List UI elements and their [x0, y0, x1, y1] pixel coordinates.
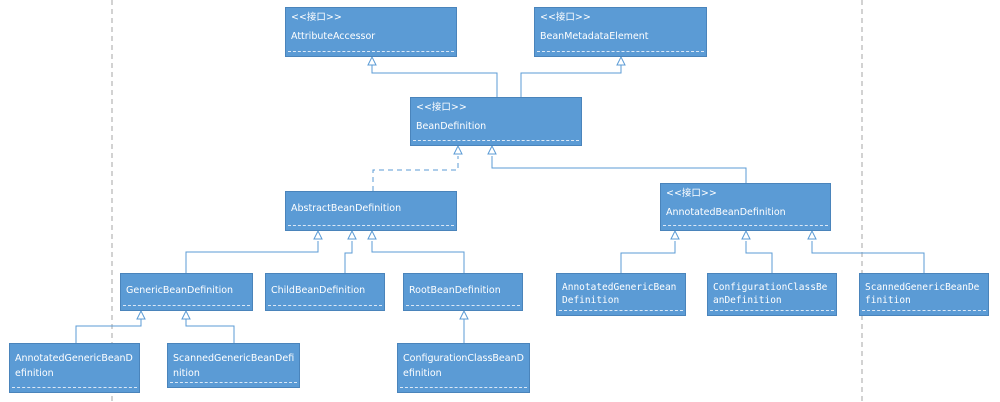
node-abstract-bean-definition[interactable]: AbstractBeanDefinition [285, 191, 457, 231]
connector-scanned-generic [185, 319, 235, 343]
separator [663, 225, 828, 226]
node-root-bean-definition[interactable]: RootBeanDefinition [403, 273, 523, 311]
connector-root-abstract [371, 241, 465, 273]
node-bean-definition[interactable]: <<接口>> BeanDefinition [410, 97, 582, 146]
arrowhead-beandef-right [487, 144, 497, 155]
separator [413, 140, 579, 141]
connector-configclass-annotated [745, 241, 773, 273]
separator [288, 225, 454, 226]
separator [288, 51, 454, 52]
separator [268, 305, 382, 306]
arrowhead-beanmetadataelement [616, 55, 626, 66]
connector-generic-abstract [185, 241, 319, 273]
node-annotated-bean-definition[interactable]: <<接口>> AnnotatedBeanDefinition [660, 183, 831, 231]
connector-annotated-beandef [491, 156, 747, 183]
node-scanned-generic-bean-definition-right[interactable]: ScannedGenericBeanDefinition [859, 273, 989, 316]
connector-scanned-annotated [811, 241, 925, 273]
arrowhead-beandef-left [453, 144, 463, 155]
class-name: BeanMetadataElement [540, 31, 649, 42]
class-name: BeanDefinition [416, 121, 487, 132]
class-name: ScannedGenericBeanDefinition [865, 282, 980, 306]
node-configuration-class-bean-definition-left[interactable]: ConfigurationClassBeanDefinition [397, 343, 530, 393]
separator [170, 382, 297, 383]
class-name: AbstractBeanDefinition [291, 203, 402, 214]
node-child-bean-definition[interactable]: ChildBeanDefinition [265, 273, 385, 311]
class-name: ChildBeanDefinition [271, 285, 366, 296]
class-name: GenericBeanDefinition [126, 285, 234, 296]
node-scanned-generic-bean-definition-left[interactable]: ScannedGenericBeanDefinition [167, 343, 300, 388]
separator [537, 51, 704, 52]
separator [12, 387, 137, 388]
class-name: ConfigurationClassBeanDefinition [403, 353, 524, 379]
arrowhead-attributeaccessor [367, 55, 377, 66]
class-name: ConfigurationClassBeanDefinition [713, 282, 828, 306]
connector-abstract-beandef [372, 156, 459, 191]
arrowhead-abstract-3 [367, 229, 377, 240]
connector-annotatedgeneric-generic [75, 319, 142, 343]
arrowhead-annotated-1 [670, 229, 680, 240]
connector-beandef-beanmetadataelement [520, 57, 622, 97]
connector-annotatedgeneric-annotated [620, 241, 676, 273]
arrowhead-abstract-2 [347, 229, 357, 240]
node-generic-bean-definition[interactable]: GenericBeanDefinition [120, 273, 253, 311]
class-name: AnnotatedGenericBeanDefinition [562, 282, 677, 306]
connector-child-abstract [344, 241, 353, 273]
separator [710, 310, 834, 311]
node-attribute-accessor[interactable]: <<接口>> AttributeAccessor [285, 7, 457, 57]
arrowhead-generic-2 [181, 309, 191, 320]
class-name: RootBeanDefinition [409, 285, 501, 296]
class-name: ScannedGenericBeanDefinition [173, 353, 295, 379]
node-annotated-generic-bean-definition-right[interactable]: AnnotatedGenericBeanDefinition [556, 273, 686, 316]
node-bean-metadata-element[interactable]: <<接口>> BeanMetadataElement [534, 7, 707, 57]
node-annotated-generic-bean-definition-left[interactable]: AnnotatedGenericBeanDefinition [9, 343, 140, 393]
separator [559, 310, 683, 311]
stereotype-label: <<接口>> [540, 12, 591, 23]
class-name: AnnotatedGenericBeanDefinition [15, 353, 133, 379]
separator [123, 305, 250, 306]
arrowhead-root [459, 309, 469, 320]
arrowhead-abstract-1 [313, 229, 323, 240]
separator [406, 305, 520, 306]
arrowhead-generic-1 [136, 309, 146, 320]
arrowhead-annotated-3 [807, 229, 817, 240]
arrowhead-annotated-2 [741, 229, 751, 240]
separator [400, 387, 527, 388]
stereotype-label: <<接口>> [291, 12, 342, 23]
node-configuration-class-bean-definition-right[interactable]: ConfigurationClassBeanDefinition [707, 273, 837, 316]
stereotype-label: <<接口>> [416, 102, 467, 113]
class-name: AnnotatedBeanDefinition [666, 207, 786, 218]
connector-beandef-attributeaccessor [371, 57, 498, 97]
class-name: AttributeAccessor [291, 31, 376, 42]
separator [862, 310, 986, 311]
stereotype-label: <<接口>> [666, 188, 717, 199]
